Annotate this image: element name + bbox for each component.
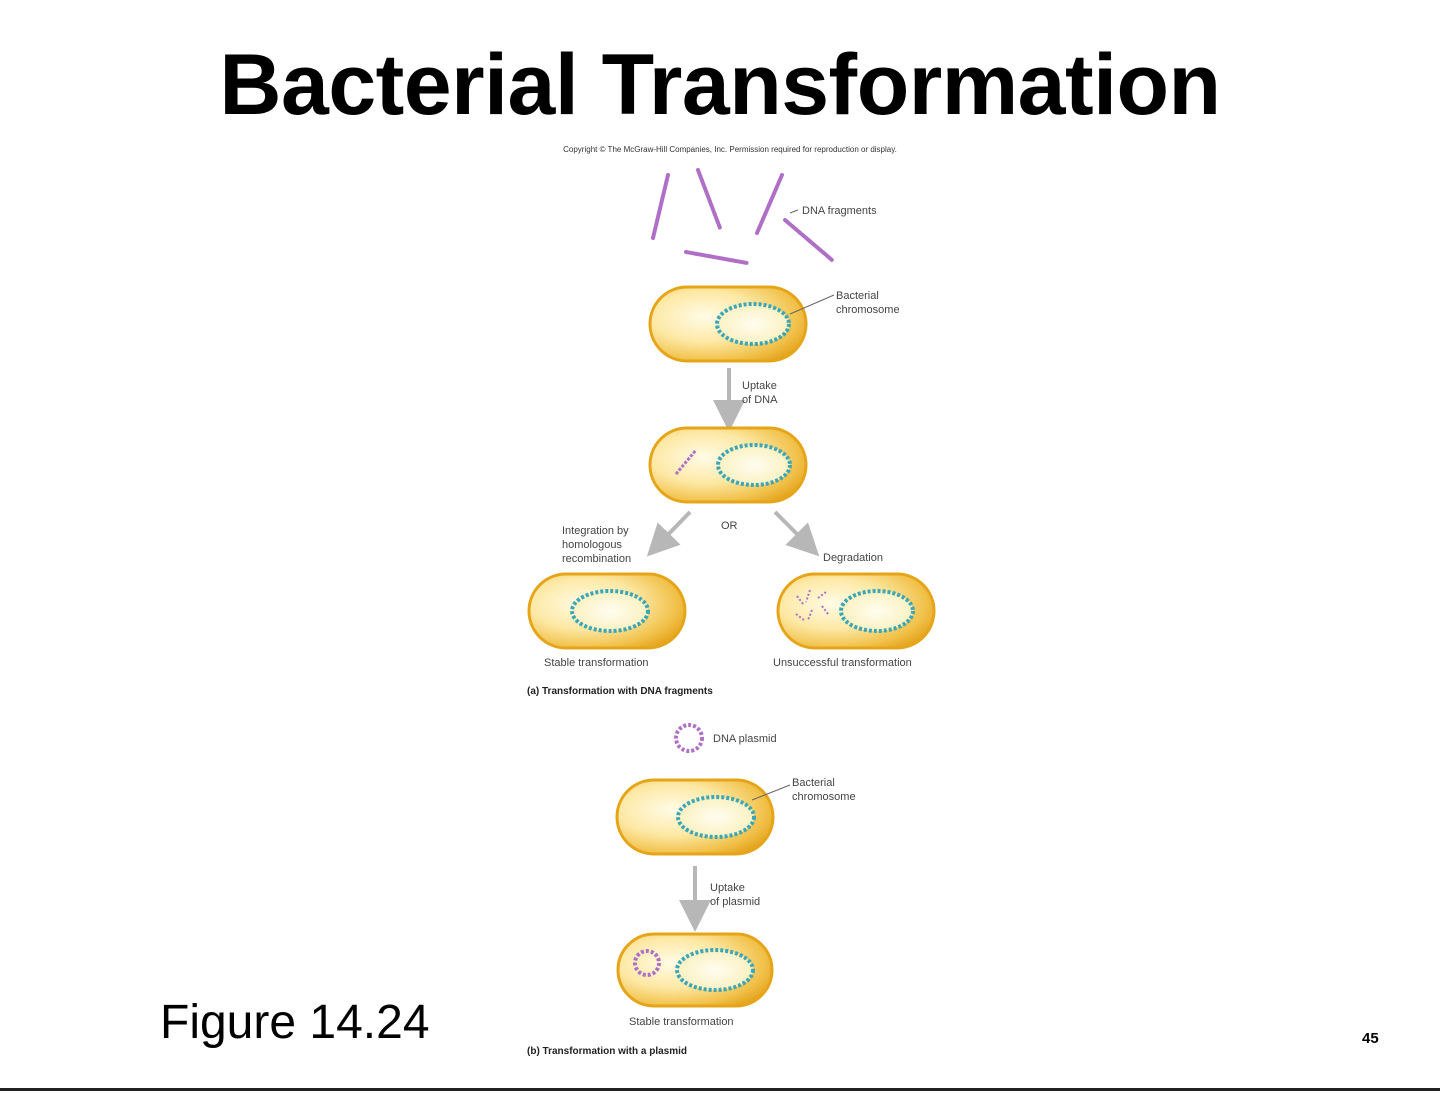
figure-label: Figure 14.24 xyxy=(160,996,430,1049)
dna-fragment xyxy=(674,449,698,475)
bacterial-cell xyxy=(648,285,808,363)
dna-fragment xyxy=(755,173,784,235)
page-number: 45 xyxy=(1362,1030,1379,1047)
uptake-plasmid-label: Uptake xyxy=(710,882,745,894)
chromosome-label: Bacterial xyxy=(836,290,879,302)
leader-line xyxy=(789,294,835,315)
dna-fragment xyxy=(696,168,722,230)
bacterial-chromosome xyxy=(716,443,792,487)
uptake-plasmid-label: of plasmid xyxy=(710,896,760,908)
leader-line xyxy=(789,209,799,214)
integration-label: Integration by xyxy=(562,525,629,537)
bacterial-cell xyxy=(616,932,774,1008)
dna-plasmid xyxy=(674,723,704,753)
bacterial-cell xyxy=(615,778,775,856)
slide-title: Bacterial Transformation xyxy=(219,37,1221,133)
bacterial-cell xyxy=(527,572,687,650)
or-label: OR xyxy=(721,520,738,532)
stable-transformation-label: Stable transformation xyxy=(629,1016,734,1028)
bacterial-chromosome xyxy=(839,589,915,633)
bacterial-chromosome xyxy=(715,302,791,346)
bacterial-chromosome xyxy=(676,795,756,839)
process-arrow xyxy=(646,510,692,557)
dna-fragments xyxy=(651,168,834,265)
part-b-caption: (b) Transformation with a plasmid xyxy=(527,1046,687,1057)
leader-line xyxy=(751,784,791,801)
unsuccessful-transformation-label: Unsuccessful transformation xyxy=(773,657,912,669)
bacterial-chromosome xyxy=(570,589,650,633)
dna-fragments-label: DNA fragments xyxy=(802,205,877,217)
chromosome-label: Bacterial xyxy=(792,777,835,789)
bottom-divider xyxy=(0,1088,1440,1091)
stable-transformation-label: Stable transformation xyxy=(544,657,649,669)
plasmid-label: DNA plasmid xyxy=(713,733,777,745)
bacterial-cell xyxy=(648,426,808,504)
bacterial-cell xyxy=(776,572,936,650)
integration-label: homologous xyxy=(562,539,622,551)
dna-fragment xyxy=(684,250,749,265)
degraded-dna xyxy=(795,589,829,621)
dna-plasmid xyxy=(633,949,661,977)
copyright-notice: Copyright © The McGraw-Hill Companies, I… xyxy=(563,145,897,154)
chromosome-label: chromosome xyxy=(792,791,856,803)
part-a-caption: (a) Transformation with DNA fragments xyxy=(527,686,713,697)
uptake-label: of DNA xyxy=(742,394,778,406)
degradation-label: Degradation xyxy=(823,552,883,564)
chromosome-label: chromosome xyxy=(836,304,900,316)
dna-fragment xyxy=(651,173,670,240)
bacterial-chromosome xyxy=(675,948,755,992)
uptake-label: Uptake xyxy=(742,380,777,392)
dna-fragment xyxy=(783,218,834,262)
process-arrow xyxy=(773,510,820,557)
integration-label: recombination xyxy=(562,553,631,565)
